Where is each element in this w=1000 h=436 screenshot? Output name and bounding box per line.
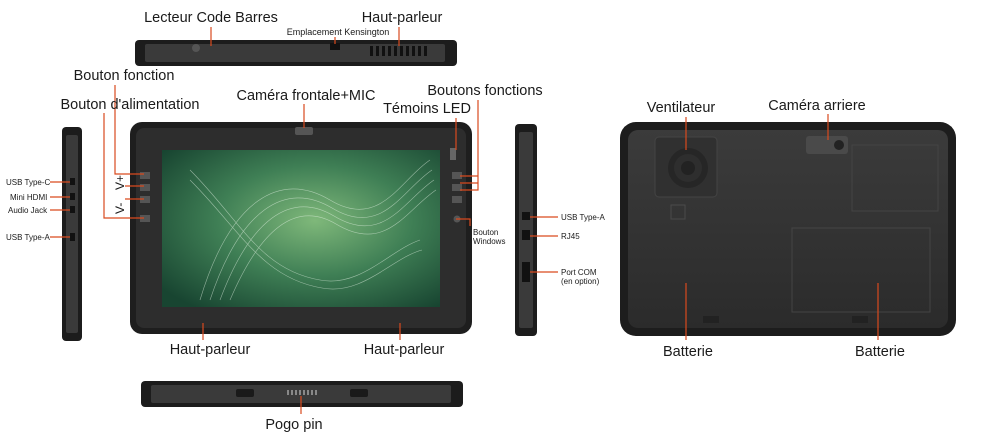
battery-left-label: Batterie bbox=[663, 344, 713, 360]
mini-hdmi-label: Mini HDMI bbox=[10, 193, 47, 202]
bottom-speaker-left-label: Haut-parleur bbox=[170, 342, 251, 358]
audio-jack-label: Audio Jack bbox=[8, 206, 48, 215]
bottom-edge-view bbox=[141, 381, 463, 407]
bottom-speaker-right-label: Haut-parleur bbox=[364, 342, 445, 358]
barcode-reader-label: Lecteur Code Barres bbox=[144, 10, 278, 26]
front-view bbox=[130, 122, 472, 334]
fan-label: Ventilateur bbox=[647, 100, 716, 116]
com-port-label-line1: Port COM bbox=[561, 268, 597, 277]
rear-camera-label: Caméra arriere bbox=[768, 98, 866, 114]
back-view bbox=[620, 122, 956, 336]
front-camera bbox=[295, 127, 313, 135]
windows-button-label-line2: Windows bbox=[473, 237, 505, 246]
battery-right-label: Batterie bbox=[855, 344, 905, 360]
volume-up-button bbox=[140, 184, 150, 191]
rj45-label: RJ45 bbox=[561, 232, 580, 241]
volume-down-label: V- bbox=[113, 203, 127, 214]
screen bbox=[162, 150, 440, 307]
function-button-label: Bouton fonction bbox=[74, 68, 175, 84]
usb-type-a-right-label: USB Type-A bbox=[561, 213, 606, 222]
com-port-label-line2: (en option) bbox=[561, 277, 600, 286]
front-camera-mic-label: Caméra frontale+MIC bbox=[236, 88, 375, 104]
pogo-pin-label: Pogo pin bbox=[265, 417, 322, 433]
left-edge-view bbox=[62, 127, 82, 341]
right-edge-view bbox=[515, 124, 537, 336]
volume-up-label: V+ bbox=[113, 175, 127, 190]
top-speaker-label: Haut-parleur bbox=[362, 10, 443, 26]
windows-button-label-line1: Bouton bbox=[473, 228, 498, 237]
usb-type-a-left-label: USB Type-A bbox=[6, 233, 51, 242]
led-indicators-label: Témoins LED bbox=[383, 101, 471, 117]
power-button-label: Bouton d'alimentation bbox=[60, 97, 199, 113]
function-buttons-label: Boutons fonctions bbox=[427, 83, 542, 99]
usb-type-c-label: USB Type-C bbox=[6, 178, 51, 187]
kensington-label: Emplacement Kensington bbox=[287, 27, 390, 37]
function-button bbox=[140, 172, 150, 179]
barcode-reader-window bbox=[192, 44, 200, 52]
led-indicators bbox=[450, 148, 456, 160]
kensington-slot bbox=[330, 43, 340, 50]
top-edge-view bbox=[135, 40, 457, 66]
